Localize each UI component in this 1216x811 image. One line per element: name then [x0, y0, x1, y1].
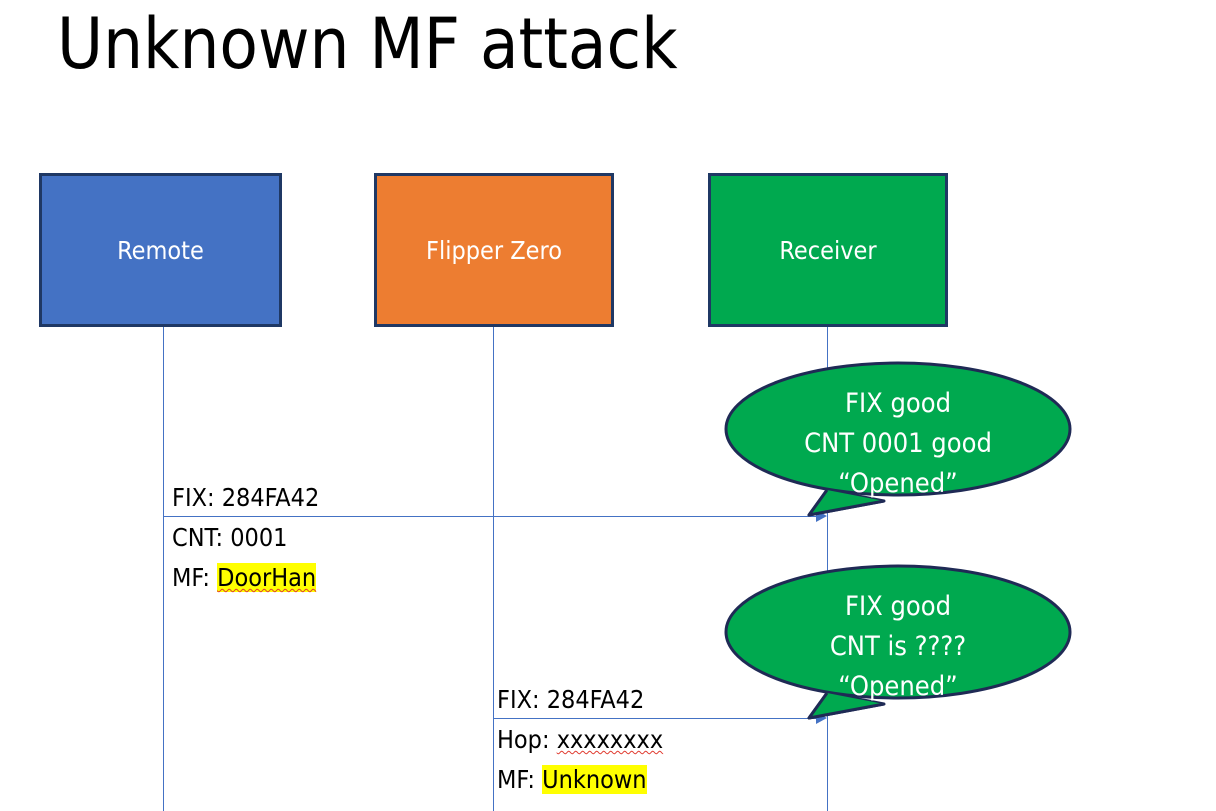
- message-1-line-1: FIX: 284FA42: [172, 478, 319, 518]
- message-1-line-3-value: DoorHan: [217, 563, 317, 592]
- message-2-line-1: FIX: 284FA42: [497, 680, 644, 720]
- actor-label-remote: Remote: [117, 235, 204, 265]
- actor-box-remote[interactable]: Remote: [39, 173, 282, 327]
- message-2-line-2: Hop: xxxxxxxx: [497, 720, 663, 760]
- message-1-line-2: CNT: 0001: [172, 518, 287, 558]
- message-2-line-1-value: 284FA42: [546, 685, 645, 714]
- callout-bubble-1[interactable]: FIX good CNT 0001 good “Opened”: [724, 361, 1072, 522]
- message-1-line-1-value: 284FA42: [221, 483, 320, 512]
- lifeline-flipper-zero: [493, 327, 494, 811]
- message-1-line-3-prefix: MF:: [172, 563, 218, 592]
- arrowhead-icon-2: [816, 712, 827, 724]
- message-2-line-2-prefix: Hop:: [497, 725, 557, 754]
- message-arrow-1: [163, 516, 820, 517]
- page-title: Unknown MF attack: [57, 3, 678, 85]
- lifeline-remote: [163, 327, 164, 811]
- actor-box-flipper-zero[interactable]: Flipper Zero: [374, 173, 614, 327]
- actor-label-flipper-zero: Flipper Zero: [426, 235, 562, 265]
- arrowhead-icon-1: [816, 510, 827, 522]
- message-2-line-2-value: xxxxxxxx: [556, 725, 664, 754]
- message-2-line-3-value: Unknown: [542, 765, 647, 794]
- callout-bubble-2[interactable]: FIX good CNT is ???? “Opened”: [724, 564, 1072, 725]
- actor-label-receiver: Receiver: [779, 235, 877, 265]
- actor-box-receiver[interactable]: Receiver: [708, 173, 948, 327]
- message-1-line-2-prefix: CNT:: [172, 523, 231, 552]
- message-1-line-2-value: 0001: [230, 523, 288, 552]
- message-2-line-3-prefix: MF:: [497, 765, 543, 794]
- lifeline-receiver: [827, 327, 828, 811]
- message-2-line-1-prefix: FIX:: [497, 685, 547, 714]
- message-2-line-3: MF: Unknown: [497, 760, 647, 800]
- message-1-line-3: MF: DoorHan: [172, 558, 317, 598]
- message-1-line-1-prefix: FIX:: [172, 483, 222, 512]
- message-arrow-2: [493, 718, 820, 719]
